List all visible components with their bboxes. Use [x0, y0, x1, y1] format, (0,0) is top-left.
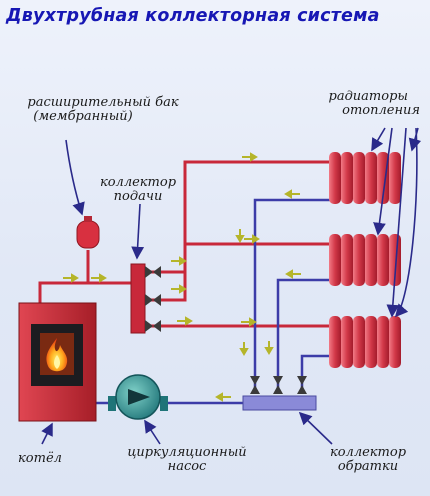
return-manifold-label-line1: коллектор: [329, 445, 407, 460]
expansion-tank: [76, 216, 100, 249]
supply-manifold-label: коллектор подачи: [90, 176, 186, 204]
return-manifold-label: коллектор обратки: [318, 446, 418, 474]
flow-arrow-icon: [63, 152, 301, 402]
pointer-arrow-icon: [41, 127, 422, 445]
radiators-label: радиаторы отопления: [280, 89, 421, 118]
valve-icon: [145, 266, 161, 332]
radiator-middle: [329, 234, 401, 286]
pump-arrow-icon: [128, 389, 150, 405]
expansion-tank-label-line2: (мембранный): [33, 109, 133, 124]
pump-label-line1: циркуляционный: [127, 445, 247, 460]
return-manifold-label-line2: обратки: [337, 459, 399, 474]
return-pipes: [88, 198, 330, 405]
circulation-pump: [108, 374, 168, 420]
page-title: Двухтрубная коллекторная система: [6, 6, 380, 26]
supply-manifold: [130, 263, 161, 334]
boiler: [18, 302, 97, 422]
radiator-bottom: [329, 316, 401, 368]
expansion-tank-label-line1: расширительный бак: [27, 95, 179, 110]
flame-icon: [40, 333, 74, 375]
valve-icon: [250, 376, 307, 394]
expansion-tank-label: расширительный бак (мембранный): [8, 96, 198, 124]
return-manifold: [242, 376, 317, 411]
pump-label-line2: насос: [167, 459, 207, 474]
boiler-label: котёл: [18, 451, 62, 466]
supply-manifold-label-line2: подачи: [113, 189, 163, 204]
radiators-label-line1: радиаторы: [328, 89, 409, 104]
radiator-top: [329, 152, 401, 204]
pump-label: циркуляционный насос: [112, 446, 262, 474]
supply-manifold-label-line1: коллектор: [99, 175, 177, 190]
radiators-label-line2: отопления: [342, 103, 420, 118]
